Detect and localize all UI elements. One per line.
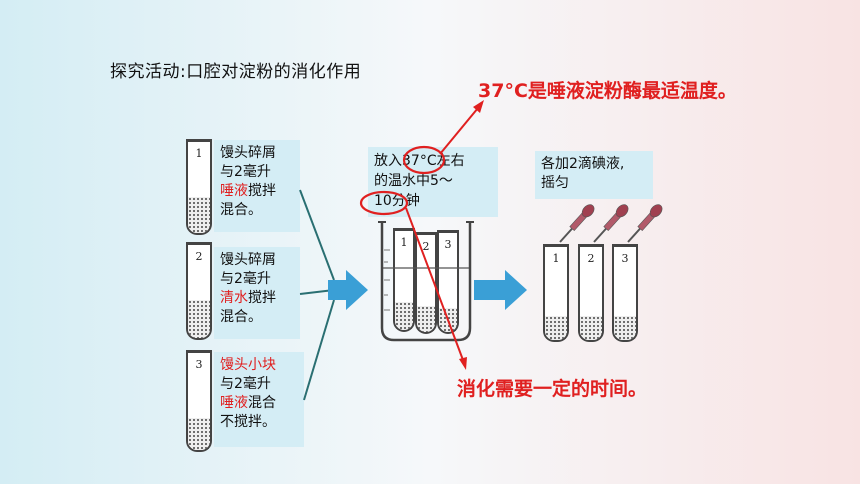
beaker-tube-2: 2	[415, 232, 437, 334]
red-pointer-arrows	[405, 100, 484, 370]
beaker-tube-1: 1	[393, 228, 415, 332]
tube-number: 3	[195, 358, 203, 371]
dropper-2	[593, 204, 629, 243]
iodine-tube-2: 2	[578, 244, 604, 342]
bread-crumbs	[188, 300, 210, 338]
tube-number: 2	[195, 250, 203, 263]
bread-chunk	[188, 418, 210, 450]
iodine-instructions: 各加2滴碘液, 摇匀	[535, 151, 653, 199]
bread-crumbs	[188, 197, 210, 233]
beaker	[378, 221, 474, 342]
time-callout: 消化需要一定的时间。	[457, 378, 648, 400]
test-tube-3: 3	[186, 350, 212, 452]
temperature-callout: 37°C是唾液淀粉酶最适温度。	[478, 80, 737, 102]
iodine-tube-1: 1	[543, 244, 569, 342]
test-tube-1: 1	[186, 139, 212, 235]
tube-1-description: 馒头碎屑 与2毫升 唾液搅拌 混合。	[214, 140, 300, 232]
arrow-to-bath	[328, 270, 368, 310]
iodine-tube-3: 3	[612, 244, 638, 342]
tube-number: 1	[195, 147, 203, 160]
test-tube-2: 2	[186, 242, 212, 340]
dropper-1	[559, 204, 595, 243]
arrow-to-iodine	[474, 270, 527, 310]
tube-3-description: 馒头小块 与2毫升 唾液混合 不搅拌。	[214, 352, 304, 447]
temperature-highlight-circle	[402, 145, 446, 175]
duration-highlight-circle	[359, 190, 409, 216]
water-bath-instructions: 放入37°C左右 的温水中5～ 10分钟	[368, 147, 498, 217]
dropper-3	[627, 204, 663, 243]
tube-2-description: 馒头碎屑 与2毫升 清水搅拌 混合。	[214, 247, 300, 339]
page-title: 探究活动:口腔对淀粉的消化作用	[110, 62, 362, 82]
